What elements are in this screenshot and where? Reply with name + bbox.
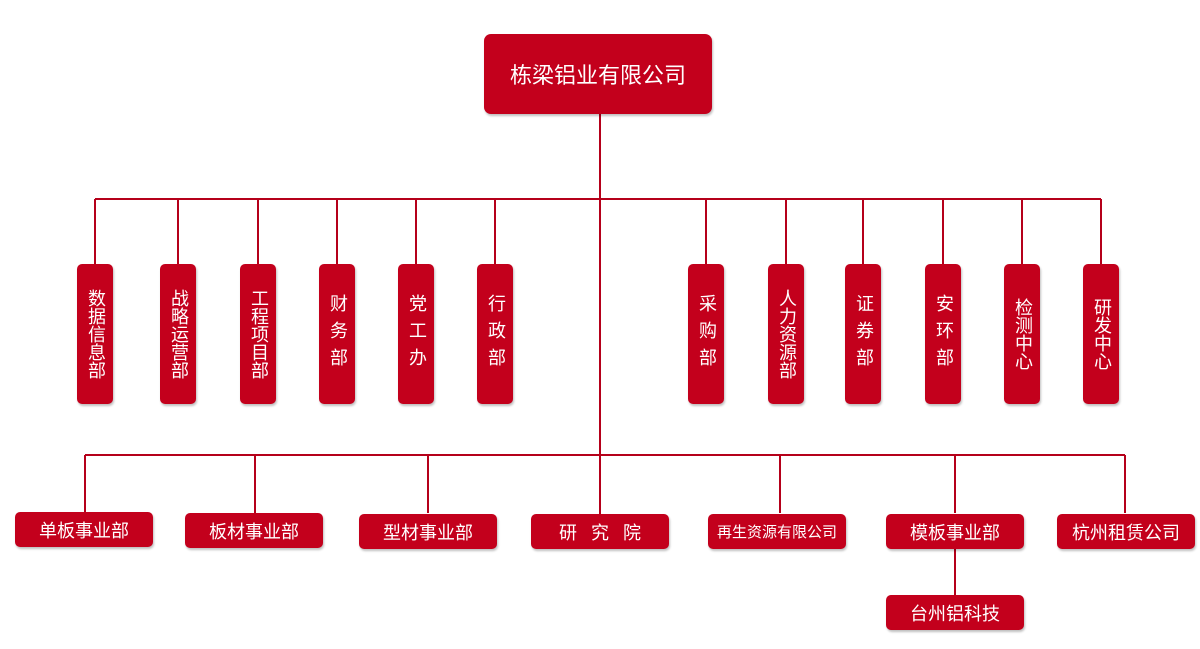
division-label: 单板事业部 — [39, 520, 129, 542]
dept-finance-box: 财务部 — [319, 264, 355, 404]
root-company-label: 栋梁铝业有限公司 — [509, 64, 686, 89]
dept-securities-box: 证券部 — [845, 264, 881, 404]
dept-safety-box: 安环部 — [925, 264, 961, 404]
dept-label: 检测中心 — [1012, 298, 1033, 370]
dept-label: 战略运营部 — [168, 289, 189, 379]
division-label: 研究院 — [559, 522, 655, 544]
dept-label: 人力资源部 — [776, 289, 797, 379]
division-recycling-box: 再生资源有限公司 — [708, 514, 846, 549]
dept-strategy-box: 战略运营部 — [160, 264, 196, 404]
subsidiary-taizhou-box: 台州铝科技 — [886, 595, 1024, 630]
division-leasing-box: 杭州租赁公司 — [1057, 514, 1195, 549]
dept-data-box: 数据信息部 — [77, 264, 113, 404]
dept-label: 行政部 — [485, 293, 506, 375]
subsidiary-label: 台州铝科技 — [910, 603, 1000, 625]
division-label: 模板事业部 — [910, 522, 1000, 544]
root-company-box: 栋梁铝业有限公司 — [484, 34, 712, 114]
division-label: 板材事业部 — [209, 521, 299, 543]
dept-label: 党工办 — [406, 293, 427, 375]
dept-label: 研发中心 — [1091, 298, 1112, 370]
division-institute-box: 研究院 — [531, 514, 669, 549]
dept-label: 证券部 — [853, 293, 874, 375]
dept-label: 财务部 — [327, 293, 348, 375]
dept-label: 工程项目部 — [248, 289, 269, 379]
dept-party-box: 党工办 — [398, 264, 434, 404]
dept-testing-box: 检测中心 — [1004, 264, 1040, 404]
division-label: 再生资源有限公司 — [716, 523, 837, 541]
dept-label: 采购部 — [696, 293, 717, 375]
division-formwork-box: 模板事业部 — [886, 514, 1024, 549]
division-single-panel-box: 单板事业部 — [15, 512, 153, 547]
dept-purchasing-box: 采购部 — [688, 264, 724, 404]
dept-admin-box: 行政部 — [477, 264, 513, 404]
dept-hr-box: 人力资源部 — [768, 264, 804, 404]
division-profile-box: 型材事业部 — [359, 514, 497, 549]
dept-engineering-box: 工程项目部 — [240, 264, 276, 404]
division-label: 型材事业部 — [383, 522, 473, 544]
dept-rnd-center-box: 研发中心 — [1083, 264, 1119, 404]
division-plate-box: 板材事业部 — [185, 513, 323, 548]
dept-label: 安环部 — [933, 293, 954, 375]
division-label: 杭州租赁公司 — [1072, 522, 1180, 544]
dept-label: 数据信息部 — [85, 289, 106, 379]
